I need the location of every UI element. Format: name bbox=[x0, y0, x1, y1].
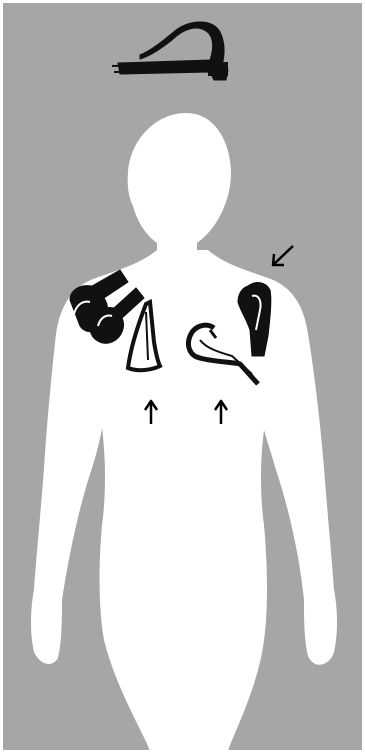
figure-canvas bbox=[0, 0, 365, 753]
